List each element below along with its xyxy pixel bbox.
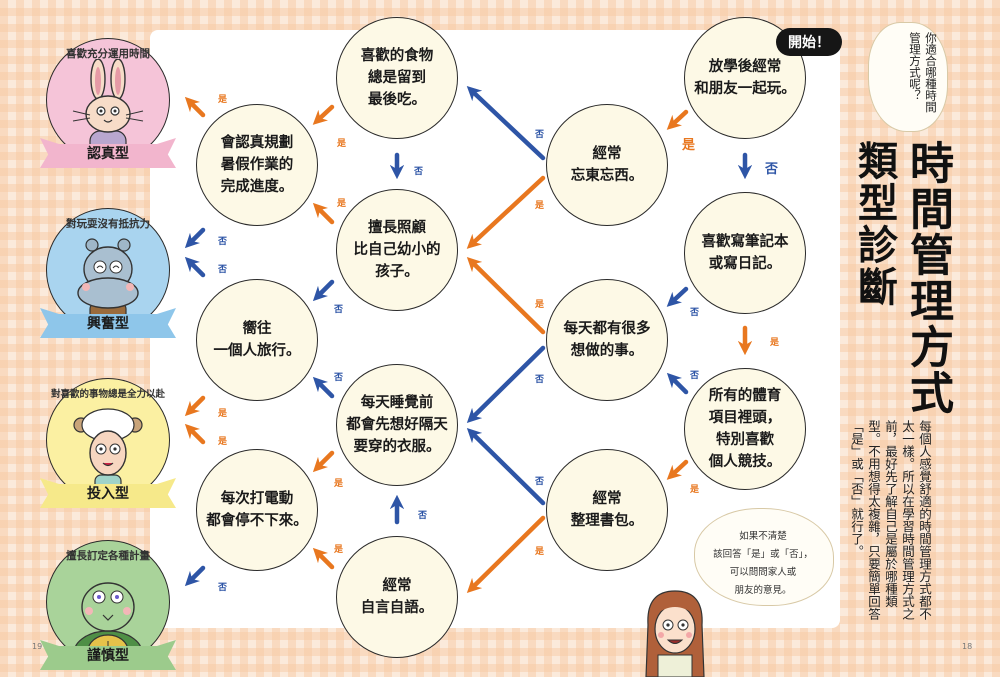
no-label: 否 <box>765 162 779 177</box>
yes-label: 是 <box>218 409 228 419</box>
question-11[interactable]: 會認真規劃 暑假作業的 完成進度。 <box>196 104 318 226</box>
start-badge: 開始！ <box>776 28 842 56</box>
question-12[interactable]: 嚮往 一個人旅行。 <box>196 279 318 401</box>
no-label: 否 <box>690 371 700 381</box>
yes-label: 是 <box>535 547 545 557</box>
no-label: 否 <box>535 477 545 487</box>
sheep-icon <box>46 378 170 502</box>
yes-label: 是 <box>337 139 347 149</box>
yes-label: 是 <box>535 300 545 310</box>
yes-label: 是 <box>770 338 780 348</box>
question-3[interactable]: 喜歡寫筆記本 或寫日記。 <box>684 192 806 314</box>
rabbit-icon <box>46 38 170 162</box>
teacher-icon <box>645 590 705 677</box>
no-label: 否 <box>535 375 545 385</box>
no-label: 否 <box>690 308 700 318</box>
no-label: 否 <box>218 237 228 247</box>
advice-text: 如果不清楚 該回答「是」或「否」， 可以問問家人或 朋友的意見。 <box>713 531 813 596</box>
question-9[interactable]: 每天睡覺前 都會先想好隔天 要穿的衣服。 <box>336 364 458 486</box>
result-tagline: 喜歡充分運用時間 <box>66 48 150 60</box>
yes-label: 是 <box>337 199 347 209</box>
no-label: 否 <box>218 265 228 275</box>
question-6[interactable]: 經常 整理書包。 <box>546 449 668 571</box>
question-5[interactable]: 所有的體育 項目裡頭， 特別喜歡 個人競技。 <box>684 368 806 490</box>
page-number-left: 19 <box>32 642 43 651</box>
advice-bubble <box>694 508 834 606</box>
yes-label: 是 <box>535 201 545 211</box>
yes-label: 是 <box>682 138 696 153</box>
yes-label: 是 <box>218 95 228 105</box>
intro-text: 每個人感覺舒適的時間管理方式都不太一樣。所以在學習時間管理方式之前，最好先了解自… <box>849 420 932 620</box>
question-10[interactable]: 經常 自言自語。 <box>336 536 458 658</box>
no-label: 否 <box>418 511 428 521</box>
yes-label: 是 <box>690 485 700 495</box>
hippo-icon <box>46 208 170 332</box>
question-4[interactable]: 每天都有很多 想做的事。 <box>546 279 668 401</box>
question-13[interactable]: 每次打電動 都會停不下來。 <box>196 449 318 571</box>
page-subtitle: 類型診斷 <box>851 140 897 308</box>
no-label: 否 <box>334 373 344 383</box>
no-label: 否 <box>334 305 344 315</box>
result-serious-type[interactable]: 喜歡充分運用時間 認真型 <box>40 38 176 174</box>
no-label: 否 <box>218 583 228 593</box>
no-label: 否 <box>414 167 424 177</box>
yes-label: 是 <box>334 545 344 555</box>
yes-label: 是 <box>218 437 228 447</box>
question-7[interactable]: 喜歡的食物 總是留到 最後吃。 <box>336 17 458 139</box>
question-8[interactable]: 擅長照顧 比自己幼小的 孩子。 <box>336 189 458 311</box>
thought-bubble-text: 你適合哪種時間管理方式呢？ <box>908 32 938 113</box>
page-number-right: 18 <box>962 642 973 651</box>
page-title: 時間管理方式 <box>902 140 953 416</box>
result-tagline: 對喜歡的事物總是全力以赴 <box>50 389 165 400</box>
result-devoted-type[interactable]: 對喜歡的事物總是全力以赴 投入型 <box>40 378 176 514</box>
result-excited-type[interactable]: 對玩耍沒有抵抗力 興奮型 <box>40 208 176 344</box>
question-2[interactable]: 經常 忘東忘西。 <box>546 104 668 226</box>
result-cautious-type[interactable]: 擅長訂定各種計畫 謹慎型 <box>40 540 176 676</box>
thought-bubble <box>868 22 948 132</box>
yes-label: 是 <box>334 479 344 489</box>
result-tagline: 對玩耍沒有抵抗力 <box>66 218 150 230</box>
result-tagline: 擅長訂定各種計畫 <box>66 550 150 562</box>
no-label: 否 <box>535 130 545 140</box>
